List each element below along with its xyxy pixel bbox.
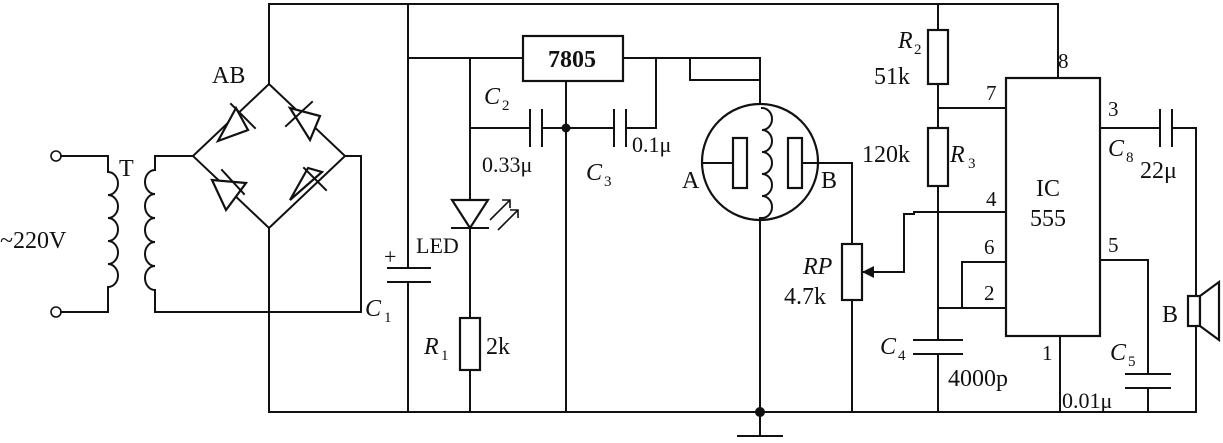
c3-value-label: 0.1μ bbox=[632, 132, 671, 157]
rp-value-label: 4.7k bbox=[784, 284, 826, 310]
ic-555: IC 555 8 7 4 6 2 1 3 5 bbox=[984, 49, 1119, 413]
resistor-r2 bbox=[926, 28, 950, 86]
led-label: LED bbox=[416, 233, 459, 258]
c8-name-label: C bbox=[1108, 136, 1125, 162]
r3-name-label: R bbox=[949, 142, 965, 168]
bridge-label: AB bbox=[212, 63, 245, 89]
input-terminal-top bbox=[50, 150, 62, 162]
pin-4-label: 4 bbox=[986, 187, 997, 211]
r2-value-label: 51k bbox=[874, 64, 910, 90]
capacitor-c3: C 3 0.1μ bbox=[565, 57, 671, 190]
electrode-a bbox=[731, 136, 749, 190]
diode-bottom-right bbox=[289, 166, 328, 201]
r3-value-label: 120k bbox=[862, 142, 910, 168]
c5-sub-label: 5 bbox=[1128, 354, 1136, 370]
speaker: B bbox=[1162, 279, 1221, 413]
diode-top-left bbox=[215, 102, 257, 144]
c1-sub-label: 1 bbox=[384, 310, 392, 326]
ic-body bbox=[1004, 76, 1102, 338]
c5-name-label: C bbox=[1110, 340, 1127, 366]
sensor-element: A B bbox=[682, 57, 853, 413]
pin-5-label: 5 bbox=[1108, 233, 1119, 257]
speaker-cone bbox=[1198, 279, 1221, 343]
ic-label-line1: IC bbox=[1036, 176, 1060, 202]
c2-name-label: C bbox=[484, 84, 501, 110]
r1-name-label: R bbox=[423, 334, 439, 360]
diode-top-right bbox=[284, 100, 322, 143]
c4-name-label: C bbox=[880, 334, 897, 360]
pin-2-label: 2 bbox=[984, 281, 995, 305]
transformer-label: T bbox=[119, 156, 134, 182]
c1-plus-label: + bbox=[384, 244, 396, 269]
regulator-7805: 7805 bbox=[407, 34, 761, 413]
pin-6-label: 6 bbox=[984, 235, 995, 259]
regulator-box bbox=[521, 34, 625, 83]
potentiometer-rp: RP 4.7k bbox=[784, 162, 905, 413]
c3-name-label: C bbox=[586, 160, 603, 186]
capacitor-c8: C 8 22μ bbox=[1099, 109, 1197, 297]
c8-value-label: 22μ bbox=[1140, 158, 1177, 184]
bridge-rectifier: AB bbox=[154, 3, 362, 313]
speaker-label: B bbox=[1162, 302, 1178, 328]
c4-value-label: 4000p bbox=[948, 366, 1008, 392]
c3-sub-label: 3 bbox=[604, 174, 612, 190]
capacitor-c2: C 2 0.33μ bbox=[469, 84, 571, 177]
r1-value-label: 2k bbox=[486, 334, 510, 360]
c2-sub-label: 2 bbox=[502, 98, 510, 114]
led-diode bbox=[449, 198, 491, 231]
led-branch: LED R 1 2k bbox=[416, 57, 519, 413]
node-b-label: B bbox=[821, 168, 837, 194]
node-a-label: A bbox=[682, 168, 700, 194]
diode-bottom-left bbox=[210, 168, 249, 213]
c8-sub-label: 8 bbox=[1126, 150, 1134, 166]
c2-value-label: 0.33μ bbox=[482, 152, 532, 177]
pin-3-label: 3 bbox=[1108, 97, 1119, 121]
ac-input: ~220V bbox=[0, 150, 109, 318]
transformer: T bbox=[106, 155, 157, 313]
capacitor-c1: + C 1 bbox=[365, 3, 431, 413]
timing-chain: R 2 51k 120k R 3 C 4 4000p bbox=[862, 3, 1008, 413]
r3-sub-label: 3 bbox=[968, 156, 976, 172]
electrode-b bbox=[786, 136, 804, 190]
capacitor-c5: C 5 0.01μ bbox=[1062, 259, 1171, 413]
ic-label-line2: 555 bbox=[1030, 206, 1066, 232]
resistor-r3 bbox=[926, 126, 950, 188]
rails bbox=[268, 3, 1197, 437]
pin-1-label: 1 bbox=[1042, 341, 1053, 365]
input-terminal-bottom bbox=[50, 306, 62, 318]
rp-body bbox=[840, 242, 864, 302]
r2-sub-label: 2 bbox=[914, 42, 922, 58]
c5-value-label: 0.01μ bbox=[1062, 388, 1112, 413]
r2-name-label: R bbox=[897, 28, 913, 54]
r1-sub-label: 1 bbox=[441, 348, 449, 364]
resistor-r1 bbox=[458, 316, 482, 372]
input-voltage-label: ~220V bbox=[0, 228, 67, 254]
speaker-body bbox=[1186, 294, 1202, 328]
pin-7-label: 7 bbox=[986, 81, 997, 105]
rp-name-label: RP bbox=[802, 254, 833, 280]
pin-8-label: 8 bbox=[1058, 49, 1069, 73]
c1-name-label: C bbox=[365, 296, 382, 322]
c4-sub-label: 4 bbox=[898, 348, 906, 364]
regulator-label: 7805 bbox=[548, 47, 596, 73]
